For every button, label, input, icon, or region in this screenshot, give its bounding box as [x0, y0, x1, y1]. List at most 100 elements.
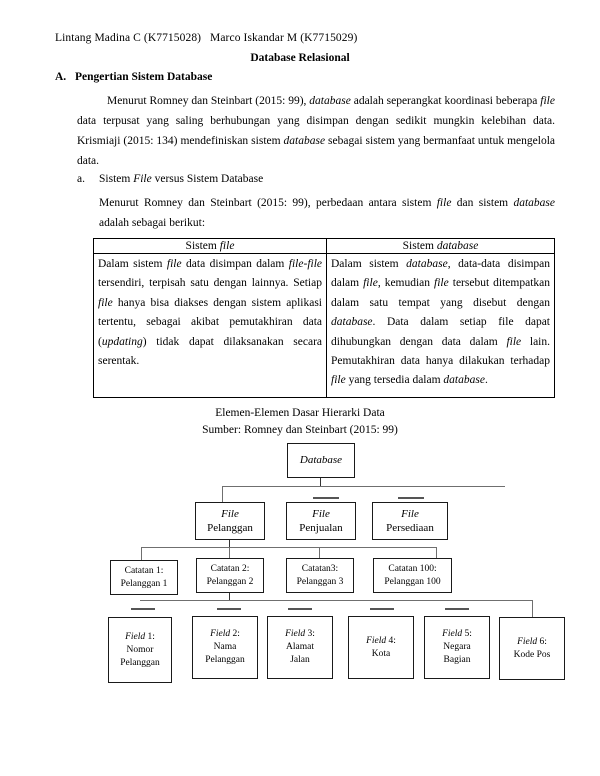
database-node-label: Database	[299, 454, 343, 467]
diagram-node-field-4[interactable]: Field 4: Kota	[348, 616, 414, 679]
field-6-line2: Kode Pos	[513, 649, 551, 660]
connector-bus-fields	[140, 600, 533, 602]
figure-caption-title: Elemen-Elemen Dasar Hierarki Data	[215, 407, 385, 419]
rc-s5: . Data dalam setiap file dapat dihubungk…	[331, 316, 550, 348]
record-4-line1: Catatan 100:	[388, 563, 437, 574]
diagram-node-catatan-1[interactable]: Catatan 1: Pelanggan 1	[110, 560, 178, 595]
field-2-num: 2:	[230, 629, 240, 639]
field-2-line3: Pelanggan	[205, 655, 245, 665]
field-1-line3: Pelanggan	[120, 657, 160, 668]
field-2-line2: Nama	[213, 642, 237, 652]
lc-s5: ) tidak dapat dilaksanakan secara serent…	[98, 335, 322, 368]
rc-i6: file	[331, 374, 346, 387]
comparison-table: Sistem file Sistem database Dalam sistem…	[93, 238, 555, 398]
rc-s8: .	[484, 374, 488, 387]
field-1-line2: Nomor	[126, 644, 154, 655]
table-header-sistem-database: Sistem database	[326, 238, 555, 254]
figure-caption-source: Sumber: Romney dan Steinbart (2015: 99)	[202, 424, 398, 436]
connector-root-stem	[320, 478, 322, 487]
field-4-num: 4:	[386, 635, 396, 646]
p2-part-3: adalah sebagai berikut:	[99, 217, 206, 229]
diagram-node-file-pelanggan[interactable]: File Pelanggan	[195, 502, 265, 540]
connector-stub-file-3	[398, 497, 424, 500]
field-4-italic: Field	[366, 635, 387, 646]
p1-italic-3: database	[283, 135, 326, 147]
connector-record1-stem	[229, 593, 231, 601]
p2-italic-1: file	[436, 197, 452, 209]
rc-i7: database	[443, 374, 485, 387]
connector-stub-field-2	[217, 608, 241, 611]
diagram-node-file-penjualan[interactable]: File Penjualan	[286, 502, 356, 540]
p1-part-2: adalah seperangkat koordinasi beberapa	[350, 95, 541, 107]
record-2-line2: Pelanggan 2	[206, 576, 254, 587]
diagram-node-field-6[interactable]: Field 6: Kode Pos	[499, 617, 565, 680]
section-heading-a: A.Pengertian Sistem Database	[55, 71, 212, 83]
p1-part-3: data terpusat yang saling berhubungan ya…	[77, 115, 555, 147]
section-heading-text: Pengertian Sistem Database	[75, 71, 213, 83]
page-title: Database Relasional	[250, 52, 350, 64]
record-1-line1: Catatan 1:	[124, 565, 164, 576]
field-5-line2: Negara	[443, 642, 471, 652]
th-right-text: Sistem	[402, 240, 437, 252]
connector-stub-field-1	[131, 608, 155, 611]
connector-drop-file-1	[222, 486, 224, 502]
file-3-italic: File	[401, 507, 419, 520]
field-1-num: 1:	[145, 631, 155, 642]
th-right-italic: database	[436, 240, 479, 252]
file-2-label: Penjualan	[299, 522, 343, 534]
field-2-italic: Field	[210, 629, 231, 639]
diagram-node-catatan-3[interactable]: Catatan3: Pelanggan 3	[286, 558, 354, 593]
table-cell-sistem-file: Dalam sistem file data disimpan dalam fi…	[93, 253, 327, 398]
connector-file1-stem	[229, 540, 231, 548]
sub-a-text-2: versus Sistem Database	[151, 173, 264, 185]
p1-italic-2: file	[540, 95, 555, 107]
diagram-node-file-persediaan[interactable]: File Persediaan	[372, 502, 448, 540]
lc-i4: updating	[101, 335, 143, 348]
rc-s3: , kemudian	[377, 277, 435, 290]
th-left-italic: file	[219, 240, 235, 252]
field-1-italic: Field	[125, 631, 146, 642]
diagram-node-field-3[interactable]: Field 3: Alamat Jalan	[267, 616, 333, 679]
field-3-line3: Jalan	[290, 655, 310, 665]
field-3-italic: Field	[285, 629, 306, 639]
lc-s3: tersendiri, terpisah satu dengan lainnya…	[98, 277, 322, 290]
rc-i2: file	[363, 277, 378, 290]
rc-i1: database	[406, 258, 448, 270]
record-3-line2: Pelanggan 3	[296, 576, 344, 587]
field-3-num: 3:	[305, 629, 315, 639]
p2-part-2: dan sistem	[451, 197, 514, 209]
field-5-italic: Field	[442, 629, 463, 639]
lc-i1: file	[166, 258, 182, 270]
file-3-label: Persediaan	[386, 522, 434, 534]
lc-i2: file-file	[288, 258, 323, 270]
lc-i3: file	[98, 296, 113, 309]
field-6-num: 6:	[537, 636, 547, 647]
connector-stub-field-3	[288, 608, 312, 611]
diagram-node-database[interactable]: Database	[287, 443, 355, 478]
diagram-node-catatan-100[interactable]: Catatan 100: Pelanggan 100	[373, 558, 452, 593]
diagram-node-field-2[interactable]: Field 2: Nama Pelanggan	[192, 616, 258, 679]
file-1-italic: File	[221, 507, 239, 520]
field-4-line2: Kota	[371, 648, 391, 659]
diagram-node-catatan-2[interactable]: Catatan 2: Pelanggan 2	[196, 558, 264, 593]
record-1-line2: Pelanggan 1	[120, 578, 168, 589]
rc-i5: file	[506, 335, 522, 348]
diagram-node-field-1[interactable]: Field 1: Nomor Pelanggan	[108, 617, 172, 683]
rc-s7: yang tersedia dalam	[345, 374, 444, 387]
connector-stub-file-2	[313, 497, 339, 500]
record-3-line1: Catatan3:	[301, 563, 339, 574]
field-6-italic: Field	[517, 636, 538, 647]
lc-s2: data disimpan dalam	[181, 258, 289, 270]
field-5-line3: Bagian	[443, 655, 471, 665]
file-2-italic: File	[312, 507, 330, 520]
lc-s1: Dalam sistem	[98, 258, 167, 270]
rc-i3: file	[434, 277, 449, 290]
connector-stub-field-4	[370, 608, 394, 611]
diagram-node-field-5[interactable]: Field 5: Negara Bagian	[424, 616, 490, 679]
p2-part-1: Menurut Romney dan Steinbart (2015: 99),…	[99, 197, 437, 209]
rc-s4: tersebut ditempatkan dalam satu tempat y…	[331, 277, 550, 309]
p1-italic-1: database	[309, 95, 351, 107]
record-2-line1: Catatan 2:	[210, 563, 250, 574]
authors-line: Lintang Madina C (K7715028) Marco Iskand…	[55, 32, 358, 44]
